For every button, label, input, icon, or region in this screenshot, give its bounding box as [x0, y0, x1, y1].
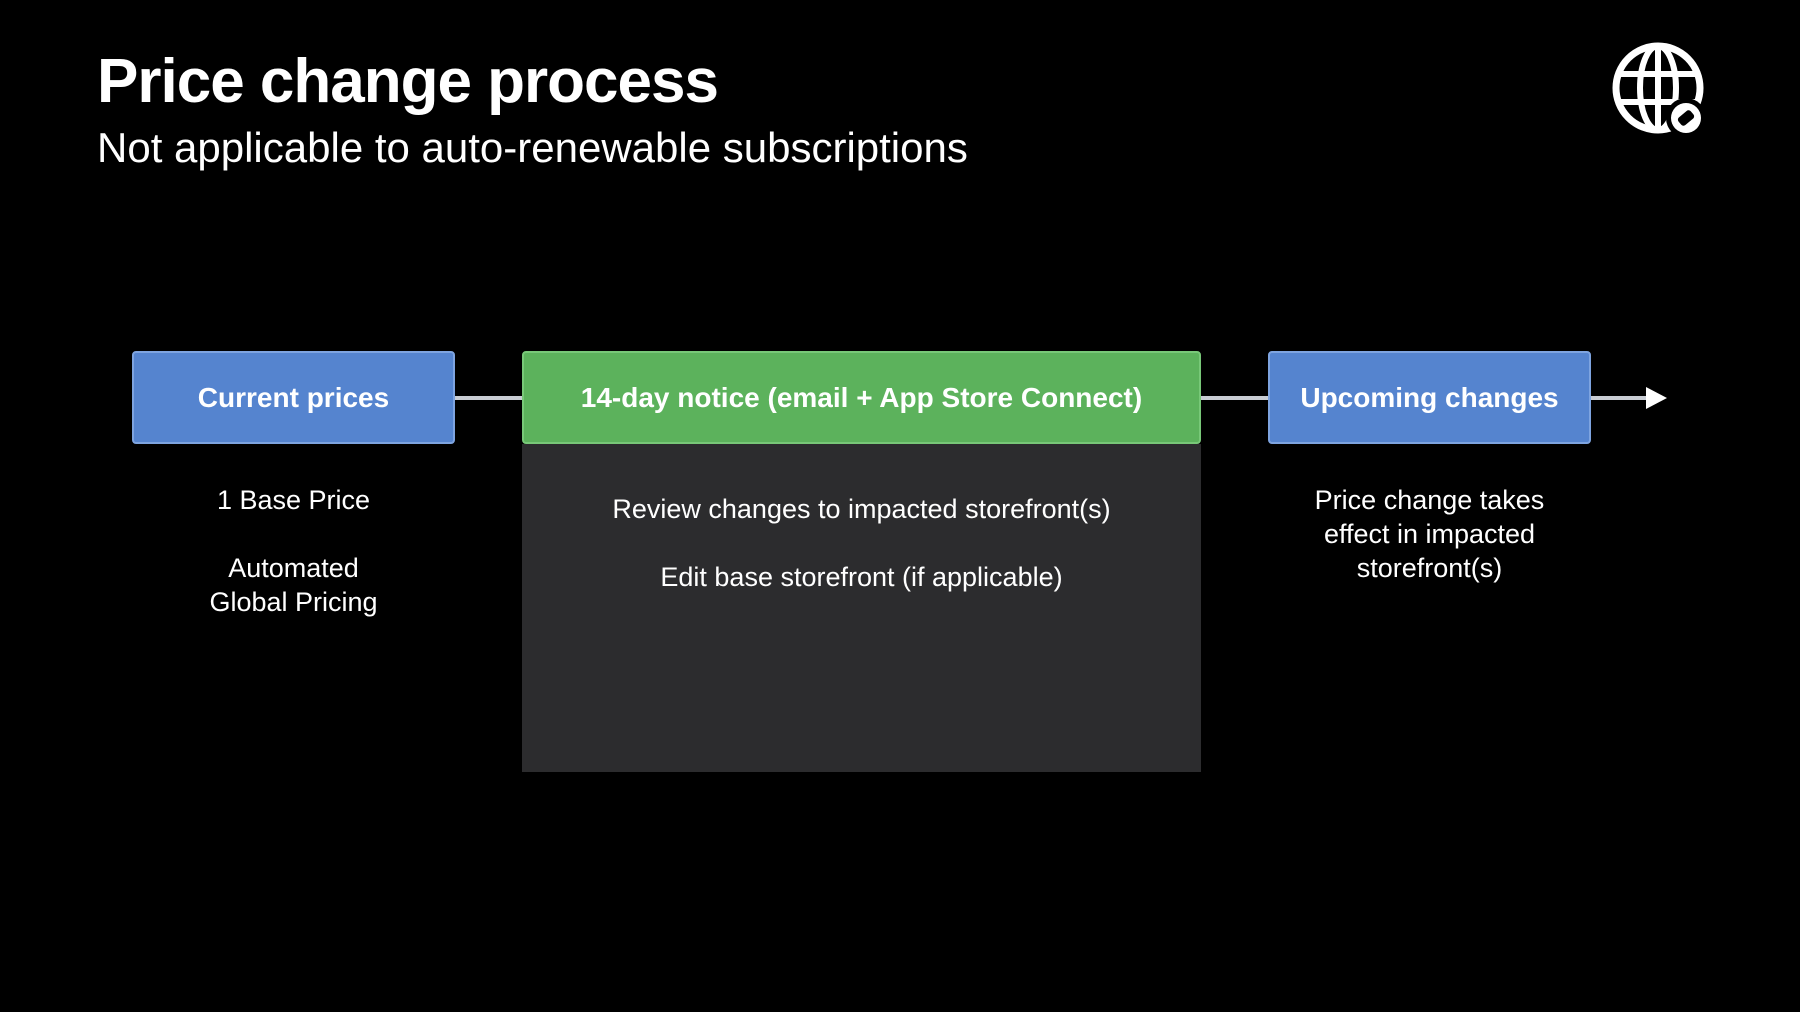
upcoming-caption-line-3: storefront(s): [1356, 553, 1503, 583]
upcoming-caption-line-2: effect in impacted: [1323, 519, 1536, 549]
base-price-text: 1 Base Price: [216, 485, 371, 515]
notice-item-edit: Edit base storefront (if applicable): [660, 562, 1063, 592]
globe-price-tag-icon: [1610, 40, 1710, 140]
current-prices-caption: 1 Base Price Automated Global Pricing: [132, 483, 455, 619]
current-prices-label: Current prices: [197, 381, 390, 413]
notice-detail-list: Review changes to impacted storefront(s)…: [522, 492, 1201, 594]
notice-item-review: Review changes to impacted storefront(s): [612, 494, 1111, 524]
notice-detail-panel: [522, 444, 1201, 772]
notice-label: 14-day notice (email + App Store Connect…: [580, 381, 1143, 413]
slide-subtitle: Not applicable to auto-renewable subscri…: [97, 124, 968, 171]
upcoming-changes-box: Upcoming changes: [1268, 351, 1591, 444]
slide-title: Price change process: [97, 47, 719, 116]
connector-line-2: [1201, 396, 1268, 400]
arrow-right-icon: [1590, 387, 1667, 409]
global-pricing-text: Global Pricing: [209, 587, 378, 617]
automated-text: Automated: [228, 553, 359, 583]
upcoming-caption-line-1: Price change takes: [1314, 485, 1545, 515]
current-prices-box: Current prices: [132, 351, 455, 444]
notice-box: 14-day notice (email + App Store Connect…: [522, 351, 1201, 444]
connector-line-1: [455, 396, 522, 400]
upcoming-changes-label: Upcoming changes: [1300, 381, 1559, 413]
upcoming-changes-caption: Price change takes effect in impacted st…: [1268, 483, 1591, 585]
